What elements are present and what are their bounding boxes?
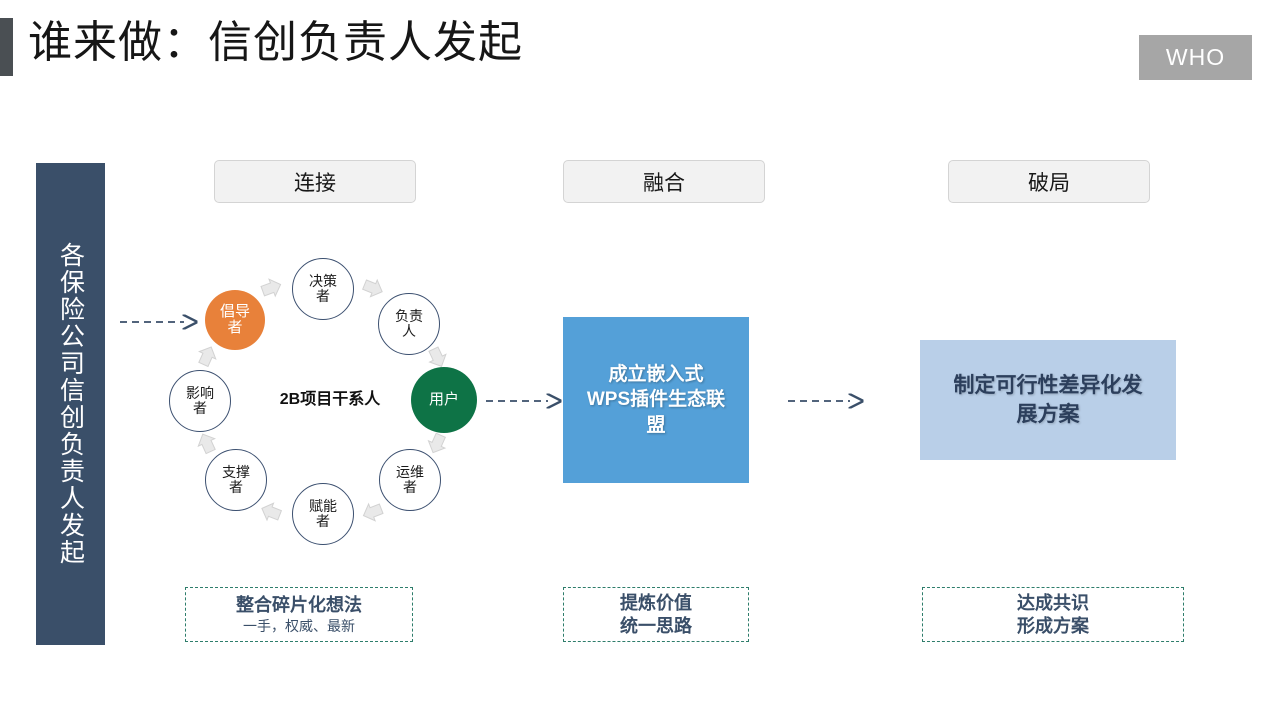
- chevron-advocate-to-decider: [260, 278, 282, 298]
- node-user-line1: 用户: [428, 390, 459, 408]
- chevron-enabler-to-supporter: [261, 502, 283, 522]
- node-supporter[interactable]: 支撑 者: [205, 449, 267, 511]
- chevron-supporter-to-influencer: [197, 433, 216, 455]
- node-owner[interactable]: 负责 人: [378, 293, 440, 355]
- column-header-merge[interactable]: 融合: [563, 160, 765, 203]
- arrow-merge-to-break-box: [788, 385, 868, 417]
- who-badge: WHO: [1139, 35, 1252, 80]
- footer-merge-title-line1: 提炼价值: [620, 593, 692, 613]
- footer-connect-subtitle: 一手，权威、最新: [243, 617, 355, 634]
- diagram-chevrons: [197, 278, 447, 522]
- left-vertical-bar-label: 各保险公司信创负责人发起: [56, 242, 85, 566]
- node-influencer[interactable]: 影响 者: [169, 370, 231, 432]
- node-advocate[interactable]: 倡导 者: [205, 290, 265, 350]
- chevron-user-to-ops: [427, 432, 447, 454]
- node-decider[interactable]: 决策 者: [292, 258, 354, 320]
- page-title: 谁来做：信创负责人发起: [28, 18, 523, 67]
- break-result-box: 制定可行性差异化发 展方案: [920, 340, 1176, 460]
- arrow-user-to-merge-box: [486, 385, 566, 417]
- node-owner-line1: 负责: [395, 307, 423, 324]
- node-decider-line1: 决策: [309, 272, 337, 289]
- footer-box-break: 达成共识 形成方案: [922, 587, 1184, 642]
- chevron-influencer-to-advocate: [197, 346, 217, 368]
- title-accent-bar: [0, 18, 13, 76]
- node-influencer-line2: 者: [193, 400, 207, 416]
- footer-break-title-line2: 形成方案: [1017, 615, 1089, 636]
- node-influencer-line1: 影响: [186, 384, 214, 401]
- left-vertical-bar: 各保险公司信创负责人发起: [36, 163, 105, 645]
- node-advocate-line1: 倡导: [219, 302, 250, 320]
- column-header-connect[interactable]: 连接: [214, 160, 416, 203]
- node-enabler[interactable]: 赋能 者: [292, 483, 354, 545]
- chevron-ops-to-enabler: [362, 502, 384, 522]
- footer-connect-title: 整合碎片化想法: [236, 595, 362, 616]
- node-ops-line1: 运维: [396, 463, 424, 480]
- footer-break-title-line1: 达成共识: [1017, 593, 1089, 613]
- merge-box-line2: WPS插件生态联: [586, 389, 726, 411]
- diagram-center-label: 2B项目干系人: [279, 391, 381, 408]
- footer-merge-title-line2: 统一思路: [620, 615, 692, 636]
- node-enabler-line2: 者: [316, 513, 330, 529]
- merge-box-line1: 成立嵌入式: [608, 363, 704, 385]
- stakeholder-circle-diagram: 倡导 者 决策 者 负责 人 用户 运维 者: [150, 240, 510, 560]
- footer-box-connect: 整合碎片化想法 一手，权威、最新: [185, 587, 413, 642]
- node-supporter-line2: 者: [229, 479, 243, 495]
- column-header-break[interactable]: 破局: [948, 160, 1150, 203]
- node-advocate-line2: 者: [227, 319, 243, 336]
- break-box-line2: 展方案: [1016, 403, 1080, 426]
- break-box-line1: 制定可行性差异化发: [953, 373, 1143, 397]
- node-ops-line2: 者: [403, 479, 417, 495]
- footer-box-merge: 提炼价值 统一思路: [563, 587, 749, 642]
- merge-result-box: 成立嵌入式 WPS插件生态联 盟: [563, 317, 749, 483]
- node-owner-line2: 人: [402, 323, 416, 339]
- chevron-decider-to-owner: [362, 278, 383, 298]
- node-user[interactable]: 用户: [411, 367, 477, 433]
- chevron-owner-to-user: [428, 346, 447, 367]
- node-ops[interactable]: 运维 者: [379, 449, 441, 511]
- node-enabler-line1: 赋能: [309, 497, 337, 514]
- node-decider-line2: 者: [316, 288, 330, 304]
- merge-box-line3: 盟: [646, 414, 666, 436]
- arrow-entry-to-advocate: [120, 305, 200, 339]
- node-supporter-line1: 支撑: [222, 463, 250, 480]
